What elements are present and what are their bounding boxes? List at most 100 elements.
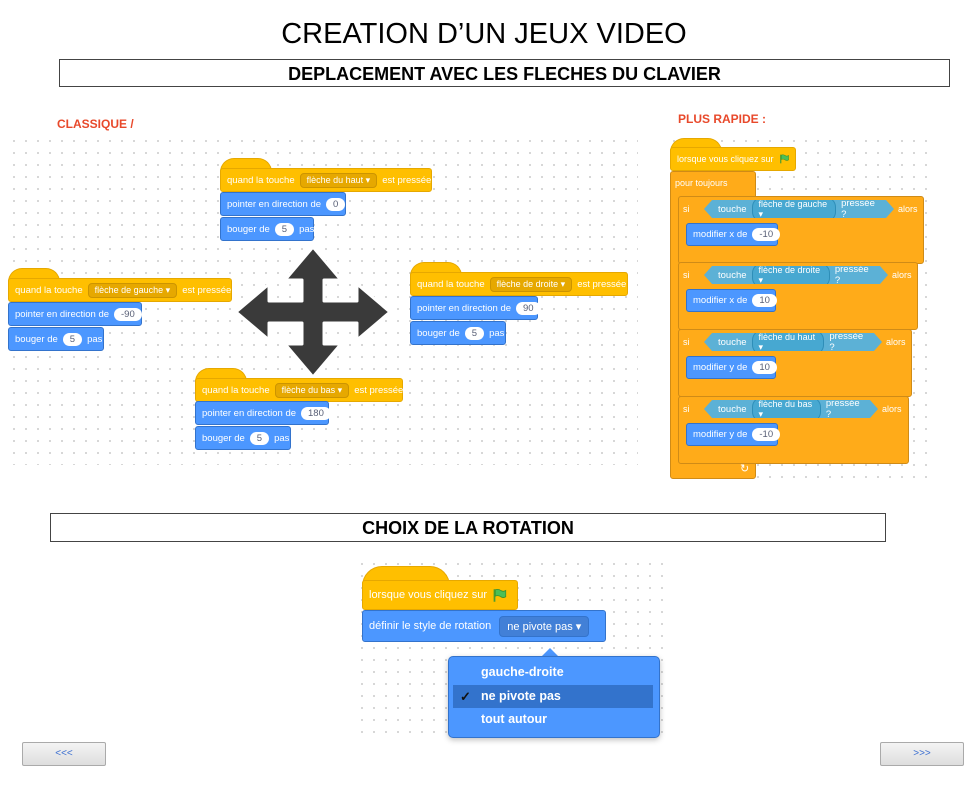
when-key-pressed-block-down[interactable]: quand la touche flèche du bas ▾ est pres… <box>195 378 403 402</box>
menu-item-label: ne pivote pas <box>481 689 561 703</box>
block-text: pressée ? <box>829 331 864 353</box>
previous-button[interactable]: <<< <box>22 742 106 766</box>
dropdown-caret <box>540 648 560 658</box>
block-text: touche <box>718 403 747 415</box>
green-flag-icon <box>779 154 789 164</box>
change-y-block-up[interactable]: modifier y de 10 <box>686 356 777 379</box>
point-direction-block-down[interactable]: pointer en direction de 180 <box>195 401 331 425</box>
point-direction-block-right[interactable]: pointer en direction de 90 <box>410 296 541 320</box>
steps-input[interactable]: 5 <box>62 332 83 346</box>
key-pressed-sensor-right[interactable]: touche flèche de droite ▾ pressée ? <box>704 266 888 284</box>
move-steps-block-right[interactable]: bouger de 5 pas <box>410 321 506 345</box>
green-flag-icon <box>493 588 507 602</box>
key-dropdown[interactable]: flèche du bas ▾ <box>752 397 821 422</box>
direction-input[interactable]: 180 <box>301 406 331 420</box>
block-text: pas <box>274 432 290 444</box>
block-text: pressée ? <box>825 398 860 420</box>
block-text: quand la touche <box>15 284 83 296</box>
key-pressed-sensor-down[interactable]: touche flèche du bas ▾ pressée ? <box>704 400 878 418</box>
direction-input[interactable]: -90 <box>114 307 142 321</box>
steps-input[interactable]: 5 <box>249 431 270 445</box>
then-label: alors <box>882 404 902 414</box>
when-key-pressed-block-up[interactable]: quand la touche flèche du haut ▾ est pre… <box>220 168 432 192</box>
if-label: si <box>683 270 690 280</box>
next-button[interactable]: >>> <box>880 742 964 766</box>
change-y-block-down[interactable]: modifier y de -10 <box>686 423 781 446</box>
section-header-rotation: CHOIX DE LA ROTATION <box>50 513 886 542</box>
if-label: si <box>683 404 690 414</box>
point-direction-block-up[interactable]: pointer en direction de 0 <box>220 192 346 216</box>
block-text: quand la touche <box>202 384 270 396</box>
block-text: bouger de <box>417 327 460 339</box>
forever-label: pour toujours <box>675 178 728 188</box>
move-steps-block-left[interactable]: bouger de 5 pas <box>8 327 104 351</box>
change-x-block-right[interactable]: modifier x de 10 <box>686 289 777 312</box>
block-text: est pressée <box>182 284 232 296</box>
loop-arrow-icon: ↻ <box>740 463 750 475</box>
key-dropdown[interactable]: flèche de gauche ▾ <box>87 282 178 298</box>
key-dropdown[interactable]: flèche de droite ▾ <box>752 263 830 288</box>
block-text: pressée ? <box>834 264 869 286</box>
menu-item-left-right[interactable]: gauche-droite <box>481 665 564 679</box>
four-way-arrow-icon <box>234 245 392 379</box>
change-value-input[interactable]: -10 <box>752 428 781 441</box>
block-text: pas <box>489 327 505 339</box>
if-label: si <box>683 204 690 214</box>
block-text: touche <box>718 269 747 281</box>
block-text: modifier y de <box>693 362 748 373</box>
menu-item-all-around[interactable]: tout autour <box>481 712 547 726</box>
block-text: pointer en direction de <box>15 308 110 320</box>
block-text: pointer en direction de <box>417 302 512 314</box>
block-text: quand la touche <box>417 278 485 290</box>
key-dropdown[interactable]: flèche de gauche ▾ <box>752 197 837 222</box>
label-classic: CLASSIQUE / <box>57 117 134 131</box>
change-value-input[interactable]: 10 <box>752 294 777 307</box>
set-rotation-style-block[interactable]: définir le style de rotation ne pivote p… <box>362 610 606 642</box>
steps-input[interactable]: 5 <box>274 222 295 236</box>
key-dropdown[interactable]: flèche du bas ▾ <box>274 382 350 398</box>
when-key-pressed-block-left[interactable]: quand la touche flèche de gauche ▾ est p… <box>8 278 232 302</box>
block-text: bouger de <box>202 432 245 444</box>
then-label: alors <box>886 337 906 347</box>
block-text: modifier y de <box>693 429 748 440</box>
block-text: modifier x de <box>693 229 748 240</box>
key-pressed-sensor-left[interactable]: touche flèche de gauche ▾ pressée ? <box>704 200 894 218</box>
block-text: pointer en direction de <box>227 198 322 210</box>
move-steps-block-down[interactable]: bouger de 5 pas <box>195 426 291 450</box>
key-dropdown[interactable]: flèche de droite ▾ <box>489 276 573 292</box>
check-icon: ✓ <box>460 689 471 704</box>
block-text: bouger de <box>227 223 270 235</box>
block-text: définir le style de rotation <box>369 620 492 632</box>
change-value-input[interactable]: -10 <box>752 228 781 241</box>
direction-input[interactable]: 0 <box>326 197 346 211</box>
key-pressed-sensor-up[interactable]: touche flèche du haut ▾ pressée ? <box>704 333 882 351</box>
change-x-block-left[interactable]: modifier x de -10 <box>686 223 781 246</box>
block-text: pressée ? <box>841 198 875 220</box>
if-label: si <box>683 337 690 347</box>
direction-input[interactable]: 90 <box>516 301 541 315</box>
section-header-movement: DEPLACEMENT AVEC LES FLECHES DU CLAVIER <box>59 59 950 87</box>
key-dropdown[interactable]: flèche du haut ▾ <box>752 330 825 355</box>
block-text: touche <box>718 336 747 348</box>
block-text: touche <box>718 203 747 215</box>
block-text: est pressée <box>354 384 404 396</box>
block-text: bouger de <box>15 333 58 345</box>
block-text: pas <box>87 333 103 345</box>
rotation-style-dropdown[interactable]: ne pivote pas ▾ <box>499 615 590 637</box>
block-text: lorsque vous cliquez sur <box>677 154 774 164</box>
label-fast: PLUS RAPIDE : <box>678 112 767 126</box>
block-text: pas <box>299 223 315 235</box>
when-key-pressed-block-right[interactable]: quand la touche flèche de droite ▾ est p… <box>410 272 628 296</box>
page-title: CREATION D’UN JEUX VIDEO <box>281 18 687 50</box>
move-steps-block-up[interactable]: bouger de 5 pas <box>220 217 314 241</box>
block-text: est pressée <box>577 278 627 290</box>
key-dropdown[interactable]: flèche du haut ▾ <box>299 172 378 188</box>
menu-item-dont-rotate[interactable]: ✓ ne pivote pas <box>453 685 653 708</box>
change-value-input[interactable]: 10 <box>752 361 777 374</box>
block-text: pointer en direction de <box>202 407 297 419</box>
when-flag-clicked-block-rotation[interactable]: lorsque vous cliquez sur <box>362 580 518 610</box>
steps-input[interactable]: 5 <box>464 326 485 340</box>
point-direction-block-left[interactable]: pointer en direction de -90 <box>8 302 142 326</box>
block-text: modifier x de <box>693 295 748 306</box>
when-flag-clicked-block[interactable]: lorsque vous cliquez sur <box>670 147 796 171</box>
